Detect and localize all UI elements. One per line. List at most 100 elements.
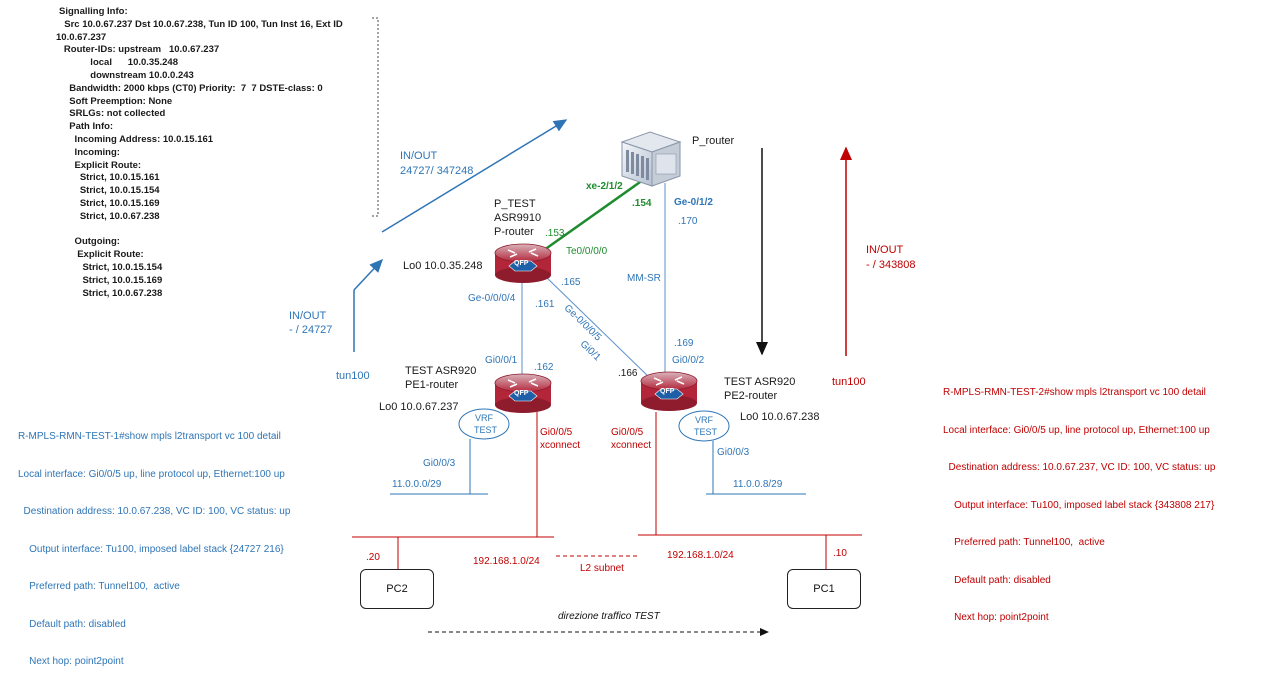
pe2-vrf-name: TEST (694, 427, 718, 437)
vrf-pe1-ellipse (458, 408, 510, 440)
sig-line: Explicit Route: (64, 159, 142, 171)
sig-line: downstream 10.0.0.243 (56, 69, 194, 81)
pe2-cli-output: R-MPLS-RMN-TEST-2#show mpls l2transport … (943, 362, 1215, 637)
sig-line: Strict, 10.0.15.169 (64, 197, 160, 209)
p-test-qfp: QFP (514, 260, 529, 267)
signalling-bracket (372, 17, 379, 217)
inout-right-label: IN/OUT (866, 244, 904, 256)
p-test-if-te: Te0/0/0/0 (566, 246, 608, 257)
tun100-left: tun100 (336, 370, 370, 382)
pe2-xconnect: xconnect (611, 440, 652, 451)
sig-line: Strict, 10.0.15.161 (64, 172, 160, 184)
pe1-cli-line: Output interface: Tu100, imposed label s… (18, 543, 284, 555)
pe1-lo0: Lo0 10.0.67.237 (379, 401, 459, 413)
pe2-subnet: 11.0.0.8/29 (733, 479, 783, 490)
pe2-cli-line: R-MPLS-RMN-TEST-2#show mpls l2transport … (943, 387, 1206, 398)
pe1-ip-162: .162 (534, 362, 554, 373)
pe1-cli-line: R-MPLS-RMN-TEST-1#show mpls l2transport … (18, 431, 281, 442)
pe1-router-icon (494, 373, 552, 413)
pc1-ip: .10 (833, 548, 847, 559)
mm-sr-label: MM-SR (627, 273, 661, 284)
sig-line: Src 10.0.67.237 Dst 10.0.67.238, Tun ID … (59, 18, 343, 30)
p-router-ip-170: .170 (678, 216, 698, 227)
pe1-if-gi05: Gi0/0/5 (540, 427, 573, 438)
pe2-cli-line: Local interface: Gi0/0/5 up, line protoc… (943, 424, 1210, 436)
tun100-right: tun100 (832, 376, 866, 388)
inout-right-values: - / 343808 (866, 259, 916, 271)
traffic-direction-label: direzione traffico TEST (558, 611, 660, 622)
vrf-pe2-ellipse (678, 410, 730, 442)
link-ptest-pe2 (544, 275, 653, 381)
sig-line: Strict, 10.0.67.238 (64, 210, 160, 222)
pe2-cli-line: Default path: disabled (943, 574, 1051, 586)
sig-line: local 10.0.35.248 (56, 57, 178, 69)
pe2-cli-line: Destination address: 10.0.67.237, VC ID:… (943, 462, 1216, 473)
sig-line: Bandwidth: 2000 kbps (CT0) Priority: 7 7… (64, 82, 323, 94)
pe2-if-gi02: Gi0/0/2 (672, 355, 705, 366)
pe2-if-gi05: Gi0/0/5 (611, 427, 644, 438)
pe2-qfp: QFP (660, 388, 675, 395)
network-diagram (352, 17, 862, 636)
p-router-server-icon (620, 131, 682, 187)
sig-line: Incoming Address: 10.0.15.161 (64, 133, 214, 145)
sig-line: Incoming: (64, 146, 120, 158)
sig-line: Soft Preemption: None (64, 95, 173, 107)
lan-subnet-left: 192.168.1.0/24 (473, 556, 540, 567)
pe2-cli-line: Output interface: Tu100, imposed label s… (943, 499, 1215, 511)
inout-top-values: 24727/ 347248 (400, 165, 474, 177)
sig-line: Strict, 10.0.15.154 (64, 185, 160, 197)
signalling-info: Signalling Info: Src 10.0.67.237 Dst 10.… (56, 6, 343, 300)
lsp-arrow-top (381, 119, 568, 233)
pe2-ip-166: .166 (618, 368, 638, 379)
inout-top-label: IN/OUT (400, 150, 438, 162)
sig-line: Strict, 10.0.15.154 (64, 261, 163, 273)
pe2-name: TEST ASR920 (724, 376, 796, 388)
pe1-qfp: QFP (514, 390, 529, 397)
sig-line: Path Info: (64, 121, 114, 133)
inout-mid-label: IN/OUT (289, 310, 327, 322)
p-test-lo0: Lo0 10.0.35.248 (403, 260, 483, 272)
pe1-cli-line: Default path: disabled (18, 618, 126, 630)
pe2-if-gi03: Gi0/0/3 (717, 447, 750, 458)
pc2-ip: .20 (366, 552, 380, 563)
lan-subnet-right: 192.168.1.0/24 (667, 550, 734, 561)
sig-line: Explicit Route: (64, 249, 144, 261)
pe1-cli-line: Next hop: point2point (18, 656, 124, 667)
pe1-vrf-name: TEST (474, 425, 498, 435)
pe2-cli-line: Next hop: point2point (943, 612, 1049, 623)
pe1-vrf-label: VRF (475, 413, 493, 423)
p-router-name: P_router (692, 135, 735, 147)
link-ptest-prouter (536, 173, 651, 257)
pe1-if-gi03: Gi0/0/3 (423, 458, 456, 469)
pc1-label: PC1 (813, 583, 835, 595)
p-test-ip-153: .153 (545, 228, 565, 239)
pe2-role: PE2-router (724, 390, 778, 402)
pc1-box[interactable]: PC1 (787, 569, 861, 609)
p-test-ip-161: .161 (535, 299, 555, 310)
p-router-if-ge: Ge-0/1/2 (674, 197, 713, 208)
pe2-cli-line: Preferred path: Tunnel100, active (943, 537, 1105, 548)
p-test-router-icon (494, 243, 552, 283)
lsp-arrow-left-diag (353, 258, 384, 291)
pe1-cli-line: Preferred path: Tunnel100, active (18, 581, 180, 592)
pe2-vrf-label: VRF (695, 415, 713, 425)
p-test-role: P-router (494, 226, 534, 238)
p-router-if-xe: xe-2/1/2 (586, 181, 623, 192)
sig-line (64, 224, 343, 237)
sig-line: SRLGs: not collected (64, 108, 166, 120)
pc2-label: PC2 (386, 583, 408, 595)
sig-line: Strict, 10.0.67.238 (64, 287, 163, 299)
pe1-name: TEST ASR920 (405, 365, 477, 377)
inout-mid-values: - / 24727 (289, 324, 333, 336)
p-test-model: ASR9910 (494, 212, 542, 224)
sig-line: Strict, 10.0.15.169 (64, 274, 163, 286)
pe2-router-icon (640, 371, 698, 411)
pe1-cli-line: Destination address: 10.0.67.238, VC ID:… (18, 506, 291, 517)
pe1-cli-line: Local interface: Gi0/0/5 up, line protoc… (18, 468, 285, 480)
pc2-box[interactable]: PC2 (360, 569, 434, 609)
pe2-lo0: Lo0 10.0.67.238 (740, 411, 820, 423)
pe1-role: PE1-router (405, 379, 459, 391)
pe1-cli-output: R-MPLS-RMN-TEST-1#show mpls l2transport … (18, 406, 290, 681)
pe1-if-gi01: Gi0/0/1 (485, 355, 518, 366)
pe2-ip-169: .169 (674, 338, 694, 349)
